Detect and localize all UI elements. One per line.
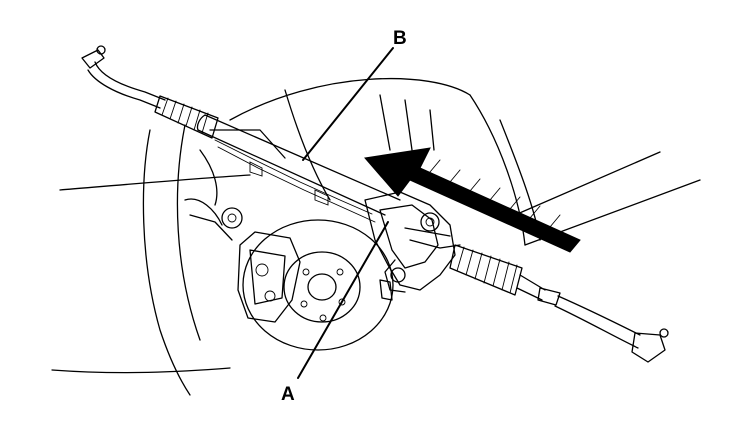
steering-gear-box xyxy=(364,191,461,301)
right-tie-rod xyxy=(516,274,669,363)
left-tie-rod xyxy=(81,45,166,109)
callout-a-label: A xyxy=(281,384,295,405)
right-rack-boot xyxy=(449,244,523,296)
brake-caliper xyxy=(237,231,301,323)
callout-b-label: B xyxy=(393,28,407,49)
suspension-knuckle xyxy=(184,129,286,241)
left-rack-boot xyxy=(154,95,219,139)
callout-a-leader xyxy=(297,221,389,379)
brake-disc-hub xyxy=(242,219,394,351)
callout-b-leader xyxy=(302,47,394,161)
steering-rack-housing xyxy=(196,114,401,223)
vehicle-body-outline xyxy=(51,77,701,396)
installation-direction-arrow xyxy=(364,147,581,253)
